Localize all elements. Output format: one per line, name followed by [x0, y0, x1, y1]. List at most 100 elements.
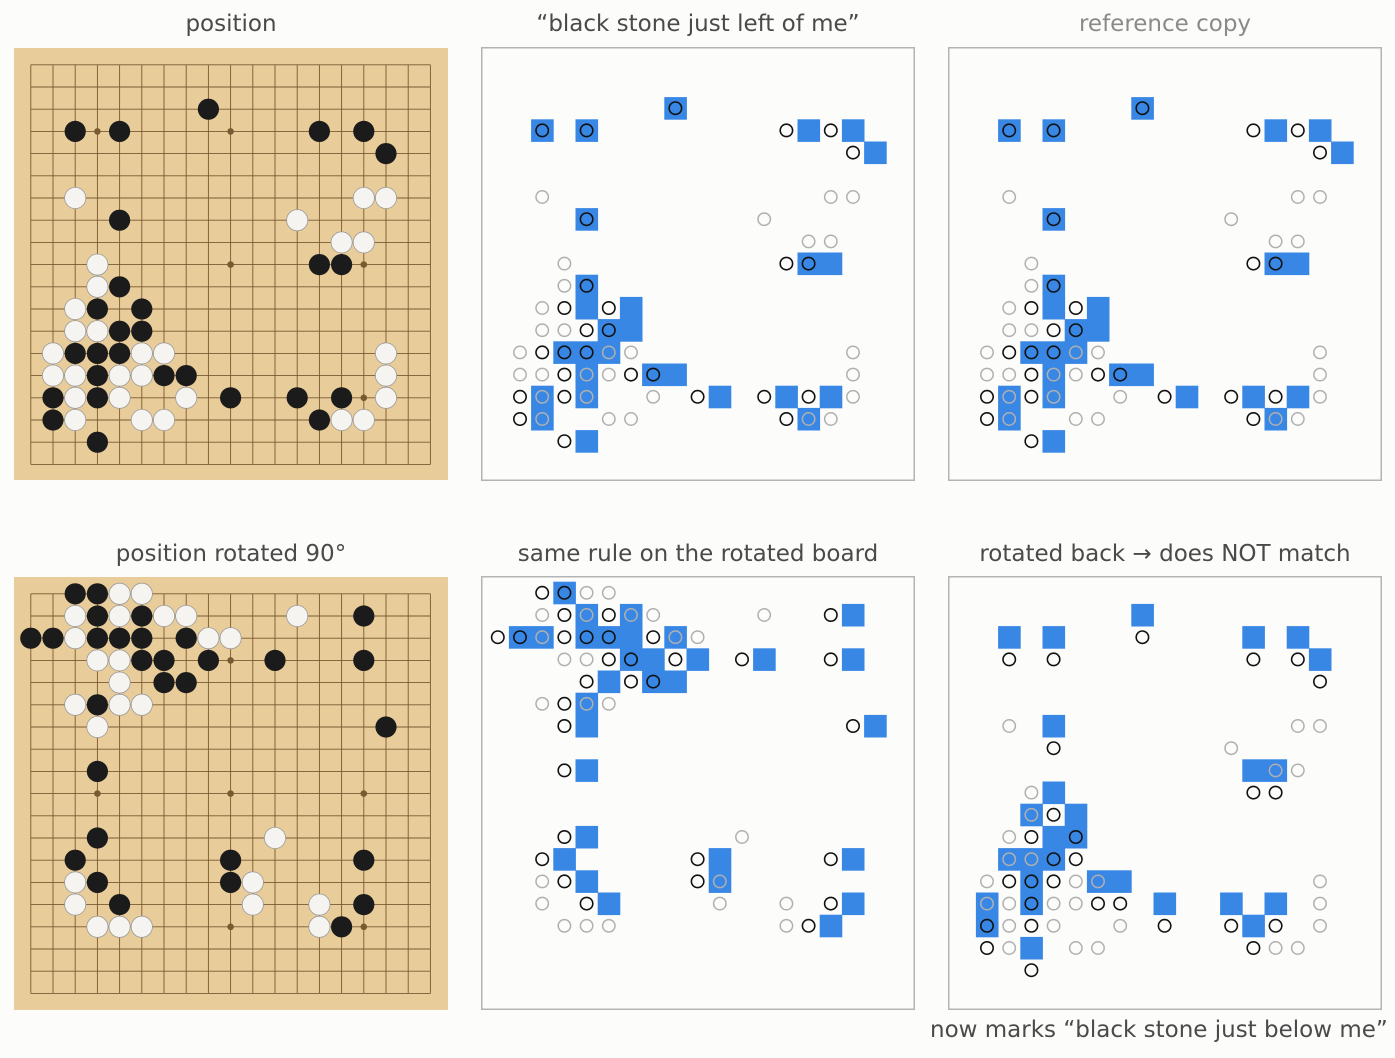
black-stone: [20, 627, 42, 649]
black-stone-ring: [1002, 652, 1017, 667]
white-stone-ring: [646, 608, 661, 622]
black-stone-ring: [1046, 278, 1061, 293]
black-stone-ring: [624, 652, 639, 667]
white-stone: [108, 915, 131, 938]
white-stone-ring: [579, 585, 594, 600]
white-stone: [352, 186, 375, 209]
black-stone-ring: [1024, 830, 1039, 845]
white-stone: [130, 915, 153, 938]
black-stone: [286, 387, 308, 409]
black-stone-ring: [1024, 301, 1039, 316]
white-stone: [64, 186, 87, 209]
white-stone-ring: [1068, 412, 1083, 426]
marked-cell: [508, 626, 532, 649]
marked-cell: [575, 296, 599, 320]
white-stone-ring: [980, 367, 994, 382]
marked-cell: [1086, 870, 1110, 893]
black-stone-ring: [557, 830, 572, 845]
black-stone-ring: [557, 874, 572, 889]
white-stone: [64, 364, 87, 387]
black-stone-ring: [557, 763, 572, 778]
marked-cell: [975, 892, 999, 916]
black-stone-ring: [1312, 145, 1327, 160]
white-stone: [197, 627, 220, 650]
marked-cell: [1264, 759, 1288, 782]
white-stone-ring: [757, 212, 772, 227]
marked-cell: [619, 626, 643, 649]
black-stone-ring: [557, 630, 572, 645]
black-stone-ring: [1046, 852, 1061, 867]
marked-cell: [531, 119, 554, 142]
marked-cell: [642, 648, 665, 671]
black-stone-ring: [579, 123, 594, 138]
white-stone: [175, 386, 198, 409]
black-stone-ring: [601, 323, 616, 338]
black-stone-ring: [1224, 918, 1239, 933]
white-stone: [374, 186, 397, 209]
black-stone: [86, 694, 108, 716]
white-stone: [86, 275, 109, 298]
marked-cell: [664, 97, 687, 120]
marked-cell: [819, 914, 843, 938]
black-stone-ring: [1046, 345, 1061, 360]
black-stone-ring: [823, 896, 838, 911]
white-stone: [286, 604, 309, 628]
white-stone-ring: [557, 918, 572, 933]
black-stone-ring: [624, 367, 639, 382]
black-stone: [131, 298, 153, 320]
black-stone-ring: [1068, 830, 1083, 845]
black-stone-ring: [801, 256, 816, 271]
white-stone: [64, 871, 87, 894]
marked-cell: [597, 319, 621, 342]
white-stone-ring: [1268, 412, 1283, 426]
white-stone-ring: [601, 918, 616, 933]
white-stone: [374, 364, 397, 387]
black-stone-ring: [1246, 411, 1261, 426]
white-stone-ring: [801, 234, 816, 249]
black-stone: [153, 365, 175, 387]
black-stone: [175, 365, 197, 387]
black-stone: [175, 672, 197, 694]
marked-cell: [998, 407, 1021, 431]
marked-cell: [1020, 936, 1043, 960]
white-stone-ring: [1091, 941, 1105, 955]
white-stone: [152, 408, 175, 431]
marked-cell: [575, 385, 599, 409]
black-stone-ring: [512, 411, 527, 426]
black-stone: [131, 649, 153, 671]
rotated-position-title: position rotated 90°: [115, 541, 347, 567]
black-stone: [353, 894, 375, 916]
black-stone-ring: [1046, 212, 1061, 227]
white-stone-ring: [1002, 323, 1017, 338]
white-stone-ring: [557, 278, 572, 293]
black-stone-ring: [1002, 345, 1017, 360]
white-stone-ring: [535, 389, 550, 404]
marked-cell: [1020, 848, 1043, 871]
white-stone: [108, 582, 131, 605]
white-stone-ring: [980, 874, 994, 889]
white-stone-ring: [1313, 896, 1327, 911]
white-stone-ring: [980, 345, 994, 360]
black-stone-ring: [1113, 896, 1128, 911]
black-stone: [197, 649, 219, 671]
black-stone-ring: [601, 630, 616, 645]
marked-cell: [1042, 341, 1066, 364]
white-stone: [64, 320, 87, 343]
white-stone-ring: [1046, 389, 1061, 404]
white-stone: [64, 297, 87, 320]
marked-cell: [1153, 892, 1177, 916]
black-stone-ring: [1290, 652, 1305, 667]
hoshi-point: [360, 790, 368, 797]
hoshi-point: [227, 923, 234, 931]
black-stone-ring: [1157, 389, 1172, 404]
hoshi-point: [227, 128, 234, 135]
white-stone-ring: [1290, 234, 1305, 249]
black-stone-ring: [823, 852, 838, 867]
white-stone-ring: [690, 630, 705, 645]
black-stone-ring: [535, 345, 550, 360]
white-stone-ring: [712, 874, 727, 889]
white-stone-ring: [1046, 367, 1061, 382]
white-stone-ring: [1002, 389, 1017, 404]
white-stone-ring: [557, 652, 572, 667]
white-stone-ring: [1313, 719, 1327, 733]
